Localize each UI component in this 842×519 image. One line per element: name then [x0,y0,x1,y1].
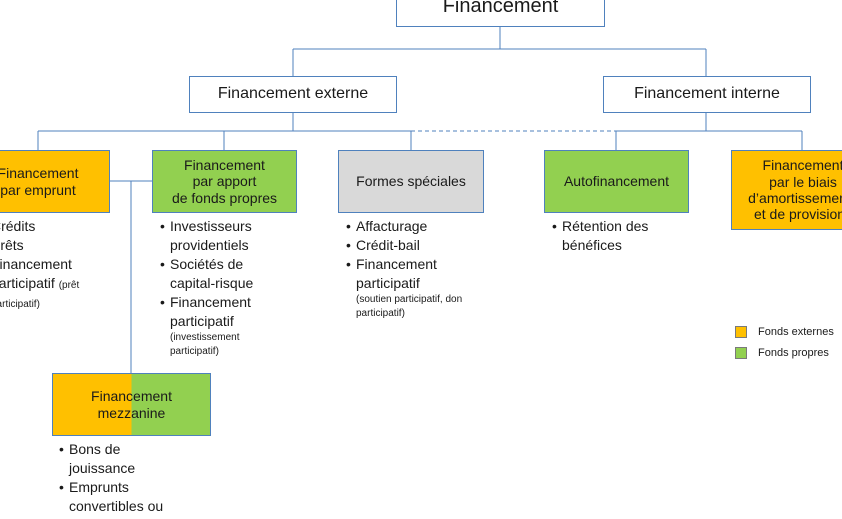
box-formes-speciales: Formes spéciales [338,150,484,213]
list-item: Prêts [0,236,104,255]
fonds-propres-line-1: Financement [184,156,265,173]
legend-label: Fonds propres [758,347,829,359]
list-item: Rétention des bénéfices [550,217,675,255]
list-item: Financement participatif (soutien partici… [344,255,471,321]
legend-label: Fonds externes [758,326,834,338]
list-item: Emprunts convertibles ou [57,478,182,516]
list-item-text: Financement participatif [0,256,72,291]
box-financement-externe: Financement externe [189,76,397,113]
list-formes-speciales: Affacturage Crédit-bail Financement part… [344,217,484,321]
box-autofinancement: Autofinancement [544,150,689,213]
legend-fonds-externes: Fonds externes [735,326,834,338]
box-financement-par-emprunt: Financement par emprunt [0,150,110,213]
list-emprunt: Crédits Prêts Financement participatif (… [0,217,104,312]
list-item: Affacturage [344,217,484,236]
box-financement-mezzanine: Financement mezzanine [52,373,211,436]
emprunt-line-1: Financement [0,165,79,182]
list-item-text: Crédits [0,218,36,234]
list-item-text: Prêts [0,237,24,253]
externe-label: Financement externe [217,85,369,103]
root-box-financement: Financement [396,0,605,27]
list-item-text: Financement participatif [356,256,437,291]
interne-label: Financement interne [634,85,780,103]
list-item-text: Financement participatif [170,294,251,329]
list-item: Crédits [0,217,104,236]
fonds-propres-line-2: par apport [192,173,257,190]
formes-speciales-label: Formes spéciales [356,173,466,190]
root-label: Financement [442,0,559,17]
list-fonds-propres: Investisseurs providentiels Sociétés de … [158,217,283,359]
list-item-note: (prêt participatif) [0,280,80,310]
list-item-note: (soutien participatif, don participatif) [356,294,463,319]
emprunt-line-2: par emprunt [0,181,76,198]
list-item-text: Rétention des bénéfices [562,218,649,253]
fonds-propres-line-3: de fonds propres [171,189,278,206]
list-item: Crédit-bail [344,236,484,255]
autofinancement-label: Autofinancement [563,173,670,190]
list-item-text: Affacturage [356,218,428,234]
box-financement-par-fonds-propres: Financement par apport de fonds propres [152,150,297,213]
list-item: Investisseurs providentiels [158,217,283,255]
list-item-text: Bons de jouissance [69,441,136,476]
list-item-text: Investisseurs providentiels [170,218,252,253]
list-item-note: (investissement participatif) [170,332,240,357]
legend-swatch-green [735,347,747,359]
amortissements-line-2: par le biais [769,173,837,190]
list-mezzanine: Bons de jouissance Emprunts convertibles… [57,440,182,516]
box-financement-interne: Financement interne [603,76,811,113]
amortissements-line-1: Financement [762,157,842,174]
amortissements-line-4: et de provisions [753,206,842,223]
list-item: Financement participatif (prêt participa… [0,255,96,312]
amortissements-line-3: d’amortissements [748,190,842,206]
mezzanine-line-2: mezzanine [97,404,166,421]
list-item-text: Sociétés de capital-risque [170,256,254,291]
list-item-text: Emprunts convertibles ou [69,479,164,514]
box-financement-amortissements: Financement par le biais d’amortissement… [731,150,842,230]
legend-swatch-orange [735,326,747,338]
list-item: Bons de jouissance [57,440,164,478]
list-autofinancement: Rétention des bénéfices [550,217,675,255]
mezzanine-line-1: Financement [91,388,172,405]
list-item: Financement participatif (investissement … [158,293,283,359]
list-item-text: Crédit-bail [356,237,420,253]
legend-fonds-propres: Fonds propres [735,347,829,359]
list-item: Sociétés de capital-risque [158,255,283,293]
